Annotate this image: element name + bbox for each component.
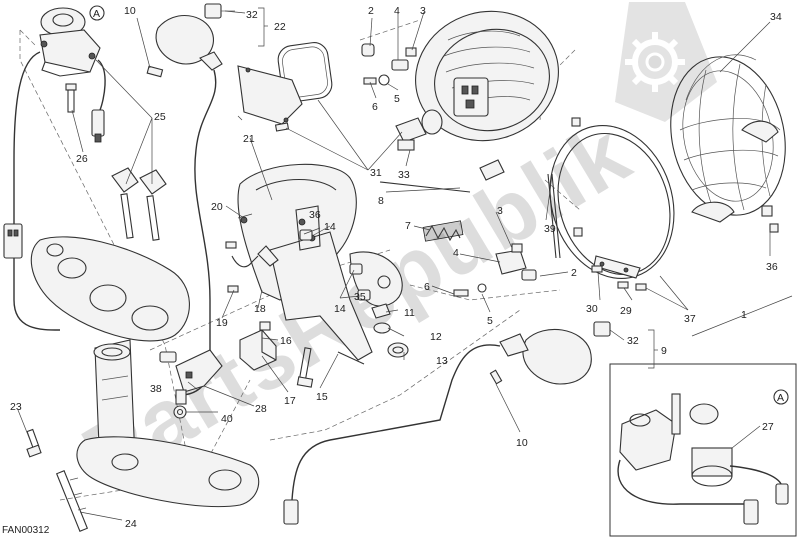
callout-2: 2 <box>368 5 374 17</box>
callout-29: 29 <box>620 305 632 317</box>
callout-18: 18 <box>254 303 266 315</box>
cover-plate-part <box>237 65 303 125</box>
indicator-lower-part <box>283 321 611 525</box>
detail-ref-label-top: A <box>93 8 100 20</box>
screw-15-part <box>296 347 314 388</box>
callout-40: 40 <box>221 413 233 425</box>
detail-a-box: A <box>609 363 797 537</box>
callout-30: 30 <box>586 303 598 315</box>
callout-6: 6 <box>424 281 430 293</box>
keys-part <box>111 167 167 241</box>
callout-labels: 1 2 2 3 3 4 4 5 5 6 6 7 8 9 10 10 11 12 … <box>10 5 782 530</box>
headlight-rim-part <box>547 117 675 280</box>
callout-23: 23 <box>10 401 22 413</box>
detail-ref-label-box: A <box>777 392 784 404</box>
callout-14: 14 <box>334 303 346 315</box>
callout-12: 12 <box>430 331 442 343</box>
screws-lower-part <box>453 283 487 297</box>
ignition-switch-part <box>13 7 106 331</box>
drawing-code: FAN00312 <box>2 525 50 536</box>
callout-5: 5 <box>487 315 493 327</box>
callout-27: 27 <box>762 421 774 433</box>
callout-37: 37 <box>684 313 696 325</box>
small-fasteners-left <box>225 213 279 293</box>
callout-10: 10 <box>516 437 528 449</box>
callout-24: 24 <box>125 518 137 530</box>
callout-26: 26 <box>76 153 88 165</box>
callout-1: 1 <box>741 309 747 321</box>
callout-14: 14 <box>324 221 336 233</box>
callout-13: 13 <box>436 355 448 367</box>
callout-3: 3 <box>420 5 426 17</box>
callout-39: 39 <box>544 223 556 235</box>
callout-4: 4 <box>453 247 459 259</box>
callout-38: 38 <box>150 383 162 395</box>
spring-part <box>422 220 464 242</box>
callout-17: 17 <box>284 395 296 407</box>
spacers-part <box>299 229 371 301</box>
headlight-grille-part <box>670 54 786 223</box>
rim-screws-part <box>591 223 779 291</box>
connector-left-part <box>3 223 23 259</box>
triple-clamp-part <box>30 236 260 508</box>
callout-21: 21 <box>243 133 255 145</box>
callout-4: 4 <box>394 5 400 17</box>
grommets-part <box>371 303 409 358</box>
small-fasteners-top <box>361 43 417 86</box>
headlight-bracket-part <box>237 163 403 361</box>
callout-5: 5 <box>394 93 400 105</box>
bolt-26-part <box>65 83 77 113</box>
callout-36: 36 <box>766 261 778 273</box>
bolt-24-part <box>55 470 89 532</box>
callout-33: 33 <box>398 169 410 181</box>
callout-3: 3 <box>497 205 503 217</box>
callout-11: 11 <box>404 307 415 319</box>
gear-logo-icon <box>615 2 717 122</box>
clamp-lower-part <box>495 243 537 281</box>
relay-part <box>239 321 277 371</box>
callout-2: 2 <box>571 267 577 279</box>
callout-15: 15 <box>316 391 328 403</box>
callout-8: 8 <box>378 195 384 207</box>
callout-20: 20 <box>211 201 223 213</box>
callout-28: 28 <box>255 403 267 415</box>
callout-35: 35 <box>354 291 366 303</box>
callout-16: 16 <box>280 335 292 347</box>
callout-9: 9 <box>661 345 667 357</box>
bulb-33-part <box>395 109 443 151</box>
callout-25: 25 <box>154 111 166 123</box>
callout-34: 34 <box>770 11 782 23</box>
callout-36: 36 <box>309 209 321 221</box>
callout-7: 7 <box>405 220 411 232</box>
bracket-8-part <box>379 159 505 193</box>
callout-32: 32 <box>246 9 258 21</box>
headlight-unit-part <box>415 10 559 142</box>
indicator-top-part <box>155 3 246 396</box>
callout-6: 6 <box>372 101 378 113</box>
callout-22: 22 <box>274 21 286 33</box>
callout-31: 31 <box>370 167 382 179</box>
connector-38-part <box>159 349 223 419</box>
callout-10: 10 <box>124 5 136 17</box>
callout-32: 32 <box>627 335 639 347</box>
bolt-23-part <box>26 428 42 458</box>
leader-lines <box>17 7 793 521</box>
callout-19: 19 <box>216 317 228 329</box>
